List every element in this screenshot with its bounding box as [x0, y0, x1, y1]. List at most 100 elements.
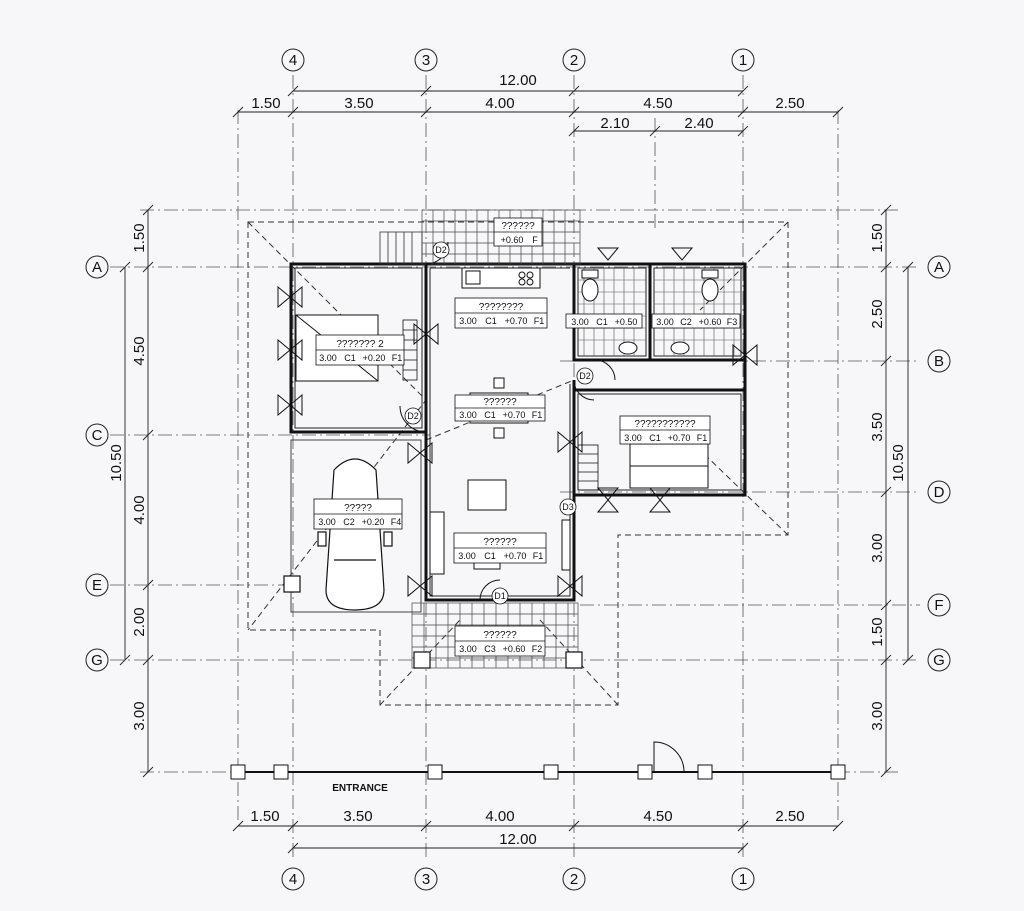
- dim-top-2: 3.50: [344, 95, 373, 112]
- grid-label-col-1-bottom: 1: [739, 871, 747, 888]
- room-spec-service-floor: F: [532, 235, 538, 245]
- room-spec-living-level: +0.70: [504, 551, 527, 561]
- kitchen-counter: [461, 267, 541, 289]
- stairs: [379, 231, 423, 265]
- dim-left-3: 4.00: [131, 495, 148, 524]
- room-label-master: ??????????? 3.00 C1 +0.70 F1: [619, 415, 711, 445]
- room-spec-kitchen-height: 3.00: [459, 316, 477, 326]
- room-spec-garage-ceiling: C2: [343, 517, 355, 527]
- dimension-lines: [119, 85, 914, 854]
- room-spec-master-floor: F1: [697, 433, 708, 443]
- dim-left-1: 1.50: [131, 223, 148, 252]
- room-spec-service-level: +0.60: [501, 235, 524, 245]
- garage-slab: [290, 439, 422, 613]
- room-label-bed2: ??????? 2 3.00 C1 +0.20 F1: [315, 334, 405, 366]
- dim-total-width-bottom: 12.00: [499, 831, 537, 848]
- entrance-fence: [230, 764, 846, 780]
- grid-label-row-g-left: G: [91, 652, 103, 669]
- room-name-living: ??????: [483, 537, 517, 548]
- car: [317, 458, 393, 611]
- dim-bottom-1: 1.50: [250, 808, 279, 825]
- room-spec-living-floor: F1: [533, 551, 544, 561]
- room-spec-bath2-ceiling: C2: [680, 317, 692, 327]
- dim-right-1: 1.50: [869, 223, 886, 252]
- room-spec-bed2-floor: F1: [392, 353, 403, 363]
- grid-label-row-c-left: C: [92, 427, 103, 444]
- room-spec-kitchen-level: +0.70: [505, 316, 528, 326]
- bathroom-tiles: [578, 268, 741, 356]
- window-markers: [277, 247, 758, 598]
- room-label-service: ?????? +0.60 F: [493, 217, 543, 247]
- grid-label-row-f-right: F: [934, 597, 943, 614]
- room-spec-porch-ceiling: C3: [484, 644, 496, 654]
- room-label-kitchen: ???????? 3.00 C1 +0.70 F1: [454, 297, 548, 329]
- room-spec-porch-level: +0.60: [503, 644, 526, 654]
- grid-bubbles-rows: [85, 255, 951, 672]
- grid-label-col-2-top: 2: [570, 52, 578, 69]
- room-spec-bed2-height: 3.00: [319, 353, 337, 363]
- dim-top-sub-1: 2.10: [600, 115, 629, 132]
- room-spec-kitchen-ceiling: C1: [485, 316, 497, 326]
- door-tag-3: D1: [494, 591, 506, 601]
- dim-total-depth-right: 10.50: [890, 444, 907, 482]
- room-spec-porch-height: 3.00: [459, 644, 477, 654]
- room-spec-bath2-level: +0.60: [699, 317, 722, 327]
- room-spec-bed2-level: +0.20: [363, 353, 386, 363]
- dim-right-5: 1.50: [869, 617, 886, 646]
- room-spec-living-ceiling: C1: [484, 551, 496, 561]
- room-spec-bath1-ceiling: C1: [596, 317, 608, 327]
- door-tag-2: D2: [435, 245, 447, 255]
- room-spec-garage-level: +0.20: [362, 517, 385, 527]
- grid-bubbles-columns: [281, 48, 755, 891]
- room-spec-garage-floor: F4: [391, 517, 402, 527]
- dim-right-2: 2.50: [869, 299, 886, 328]
- dim-bottom-3: 4.00: [485, 808, 514, 825]
- room-name-bed2: ??????? 2: [336, 339, 384, 350]
- dim-top-sub-2: 2.40: [684, 115, 713, 132]
- room-spec-living-height: 3.00: [458, 551, 476, 561]
- grid-label-col-3-top: 3: [422, 52, 430, 69]
- room-spec-porch-floor: F2: [532, 644, 543, 654]
- dim-top-5: 2.50: [775, 95, 804, 112]
- grid-label-col-1-top: 1: [739, 52, 747, 69]
- room-label-dining: ?????? 3.00 C1 +0.70 F1: [454, 394, 546, 422]
- dimension-text-top: 12.00 1.50 3.50 4.00 4.50 2.50 2.10 2.40: [251, 72, 804, 132]
- room-name-service: ??????: [501, 221, 535, 232]
- grid-label-row-g-right: G: [933, 652, 945, 669]
- room-spec-bed2-ceiling: C1: [344, 353, 356, 363]
- dim-left-2: 4.50: [131, 336, 148, 365]
- dim-right-3: 3.50: [869, 412, 886, 441]
- dim-total-width-top: 12.00: [499, 72, 537, 89]
- room-name-garage: ?????: [344, 503, 372, 514]
- columns: [283, 575, 583, 669]
- room-spec-bath1-height: 3.00: [571, 317, 589, 327]
- grid-lines: [110, 75, 920, 860]
- room-label-porch: ?????? 3.00 C3 +0.60 F2: [454, 625, 546, 657]
- room-spec-dining-floor: F1: [532, 410, 543, 420]
- door-tag-labels: D2 D2 D1 D2 D3: [407, 245, 591, 601]
- room-name-dining: ??????: [483, 397, 517, 408]
- room-label-bath2: 3.00 C2 +0.60 F3: [651, 313, 741, 329]
- room-name-master: ???????????: [634, 419, 696, 430]
- room-spec-dining-level: +0.70: [503, 410, 526, 420]
- room-spec-garage-height: 3.00: [318, 517, 336, 527]
- dim-top-4: 4.50: [643, 95, 672, 112]
- room-spec-master-height: 3.00: [624, 433, 642, 443]
- grid-label-col-4-bottom: 4: [289, 871, 297, 888]
- grid-label-col-4-top: 4: [289, 52, 297, 69]
- door-tags: [404, 241, 594, 605]
- door-tag-1: D2: [407, 411, 419, 421]
- door-tag-4: D2: [579, 371, 591, 381]
- room-name-kitchen: ????????: [479, 302, 524, 313]
- dimension-text-right: 10.50 1.50 2.50 3.50 3.00 1.50 3.00: [869, 223, 907, 730]
- bathroom-fixtures: [581, 269, 719, 355]
- entrance-label: ENTRANCE: [332, 783, 388, 794]
- grid-label-row-e-left: E: [92, 577, 102, 594]
- dim-right-4: 3.00: [869, 533, 886, 562]
- room-spec-dining-ceiling: C1: [484, 410, 496, 420]
- room-label-garage: ????? 3.00 C2 +0.20 F4: [313, 498, 403, 530]
- grid-label-col-2-bottom: 2: [570, 871, 578, 888]
- grid-label-row-b-right: B: [934, 353, 944, 370]
- dim-left-4: 2.00: [131, 607, 148, 636]
- room-label-bath1: 3.00 C1 +0.50: [565, 313, 643, 329]
